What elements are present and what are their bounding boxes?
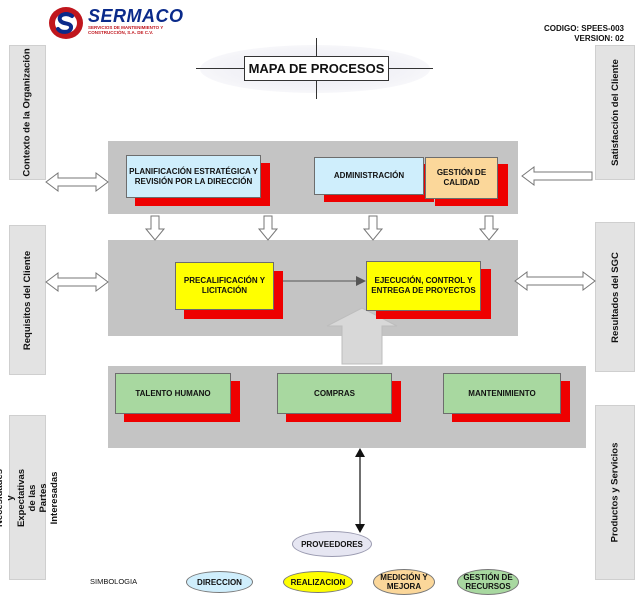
legend-realizacion: REALIZACION — [283, 571, 353, 593]
panel-resultados: Resultados del SGC — [595, 222, 635, 372]
suppliers-node[interactable]: PROVEEDORES — [292, 531, 372, 557]
panel-requisitos: Requisitos del Cliente — [9, 225, 46, 375]
page-title: MAPA DE PROCESOS — [244, 56, 389, 81]
process-compras[interactable]: COMPRAS — [277, 373, 392, 414]
arrow-head-realizacion — [356, 276, 366, 286]
title-rule-left — [196, 68, 244, 69]
arrow-satisfaccion — [521, 166, 593, 186]
process-precalificacion[interactable]: PRECALIFICACIÓN Y LICITACIÓN — [175, 262, 274, 310]
double-arrow-contexto — [45, 172, 109, 192]
document-code: CODIGO: SPEES-003 — [543, 24, 624, 33]
panel-necesidades: Necesidades y Expectativas de las Partes… — [0, 415, 61, 580]
legend-medicion-mejora: MEDICIÓN Y MEJORA — [373, 569, 435, 595]
process-gestion-calidad[interactable]: GESTIÓN DE CALIDAD — [425, 157, 498, 199]
arrow-head-down-proveedores — [355, 524, 365, 533]
logo-wordmark: SERMACO — [88, 6, 184, 26]
logo-subtitle: SERVICIOS DE MANTENIMIENTO Y CONSTRUCCIÓ… — [88, 25, 164, 35]
process-planificacion[interactable]: PLANIFICACIÓN ESTRATÉGICA Y REVISIÓN POR… — [126, 155, 261, 198]
process-talento-humano[interactable]: TALENTO HUMANO — [115, 373, 231, 414]
panel-contexto: Contexto de la Organización — [9, 45, 46, 180]
legend-gestion-recursos: GESTIÓN DE RECURSOS — [457, 569, 519, 595]
down-arrow-3 — [362, 215, 384, 241]
process-ejecucion[interactable]: EJECUCIÓN, CONTROL Y ENTREGA DE PROYECTO… — [366, 261, 481, 311]
arrow-head-up-compras — [355, 448, 365, 457]
double-arrow-resultados — [514, 271, 596, 291]
document-version: VERSION: 02 — [574, 33, 624, 43]
down-arrow-4 — [478, 215, 500, 241]
panel-productos: Productos y Servicios — [595, 405, 635, 580]
process-administracion[interactable]: ADMINISTRACIÓN — [314, 157, 424, 195]
title-rule-bottom — [316, 81, 317, 99]
title-rule-right — [389, 68, 433, 69]
legend-direccion: DIRECCION — [186, 571, 253, 593]
title-rule-top — [316, 38, 317, 56]
down-arrow-2 — [257, 215, 279, 241]
legend-label: SIMBOLOGIA — [90, 577, 138, 586]
process-mantenimiento[interactable]: MANTENIMIENTO — [443, 373, 561, 414]
down-arrow-1 — [144, 215, 166, 241]
panel-satisfaccion: Satisfacción del Cliente — [595, 45, 635, 180]
double-arrow-requisitos — [45, 272, 109, 292]
sermaco-logo — [48, 6, 84, 40]
document-code-block: CODIGO: SPEES-003 VERSION: 02 — [544, 24, 624, 43]
